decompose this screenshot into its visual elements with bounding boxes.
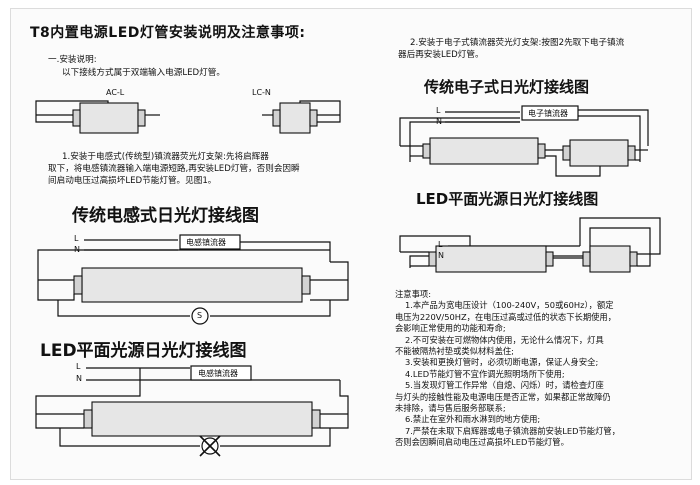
precaution-line: 电压为220V/50HZ，在电压过高或过低的状态下长期使用， [395, 311, 617, 322]
double-end-input-diagram [35, 100, 341, 134]
precaution-line: 2.不可安装在可燃物体内使用，无论什么情况下，灯具 [405, 334, 604, 345]
inductive-diagram-title: 传统电感式日光灯接线图 [72, 206, 259, 226]
led-left-diagram-title: LED平面光源日光灯接线图 [40, 341, 247, 361]
precautions-heading: 注意事项: [395, 289, 431, 299]
line-l-label-2: L [76, 362, 81, 371]
precaution-line: 3.安装和更换灯管时，必须切断电源，保证人身安全; [405, 357, 599, 368]
tube-end-cap [428, 251, 437, 267]
precautions-section: 注意事项: 1.本产品为宽电压设计（100-240V，50或60Hz），额定 电… [395, 289, 687, 449]
line-n-label-2: N [76, 374, 82, 383]
page-title: T8内置电源LED灯管安装说明及注意事项: [30, 25, 306, 41]
starter-label: S [197, 311, 203, 320]
line-n-label: N [74, 245, 80, 254]
para2-line2: 器后再安装LED灯管。 [398, 50, 484, 60]
para1-line3: 间启动电压过高损坏LED节能灯管。见图1。 [48, 176, 217, 186]
led-tube [91, 401, 313, 437]
install-heading: 一.安装说明: [48, 55, 97, 65]
precaution-line: 5.当发现灯管工作异常（自熄、闪烁）时，请检查灯座 [405, 380, 604, 391]
line-n-label-4: N [438, 251, 444, 260]
precaution-line: 会影响正常使用的功能和寿命; [395, 323, 506, 334]
inductive-ballast-label: 电感镇流器 [186, 238, 226, 247]
tube-end-cap [73, 275, 83, 295]
instruction-sheet [10, 8, 692, 480]
install-description: 以下接线方式属于双端输入电源LED灯管。 [62, 68, 225, 78]
precaution-line: 与灯头的接触性能及电源电压是否正常，如果都正常故障仍 [395, 391, 611, 402]
fluorescent-tube [81, 267, 303, 303]
electronic-diagram-title: 传统电子式日光灯接线图 [424, 78, 590, 96]
label-lc-n: LC-N [252, 88, 271, 97]
starter-icon [191, 307, 209, 325]
precaution-line: 否则会因瞬间启动电压过高损坏LED节能灯管。 [395, 437, 569, 448]
led-planar-right-diagram [399, 217, 661, 273]
tube-end-cap [72, 109, 81, 127]
line-l-label-3: L [436, 106, 441, 115]
tube-end-cap [83, 409, 93, 429]
led-left-ballast-label: 电感镇流器 [198, 369, 238, 378]
para2-line1: 2.安装于电子式镇流器荧光灯支架:按图2先取下电子镇流 [410, 38, 625, 48]
led-planar-left-diagram [35, 365, 349, 457]
label-ac-l: AC-L [106, 88, 125, 97]
electronic-ballast-box [521, 105, 579, 121]
tube-end-cap [137, 109, 146, 127]
precaution-line: 7.严禁在未取下启辉器或电子镇流器前安装LED节能灯管， [405, 425, 620, 436]
led-tube [589, 245, 631, 273]
tube-end-cap [582, 251, 591, 267]
inductive-ballast-box-led [190, 365, 252, 381]
fluorescent-tube [569, 139, 629, 167]
precaution-line: 4.LED节能灯管不宜作调光照明场所下使用; [405, 368, 565, 379]
precaution-line: 不能被隔热衬垫或类似材料盖住; [395, 346, 514, 357]
led-tube [435, 245, 547, 273]
tube-end-cap [562, 145, 571, 161]
led-tube [79, 102, 139, 134]
para1-line1: 1.安装于电感式(传统型)镇流器荧光灯支架:先将启辉器 [62, 152, 269, 162]
led-right-diagram-title: LED平面光源日光灯接线图 [416, 190, 599, 208]
inductive-ballast-diagram [37, 234, 349, 325]
fluorescent-tube [429, 137, 539, 165]
tube-end-cap [629, 251, 638, 267]
para1-line2: 取下，将电感镇流器输入端电源短路,再安装LED灯管，否则会因瞬 [48, 164, 300, 174]
precaution-line: 未排除，请与售后服务部联系; [395, 403, 506, 414]
tube-end-cap [537, 143, 546, 159]
line-l-label: L [74, 234, 79, 243]
removed-starter-icon [199, 435, 221, 457]
electronic-ballast-diagram [399, 105, 649, 177]
tube-end-cap [545, 251, 554, 267]
line-n-label-3: N [436, 117, 442, 126]
led-tube [279, 102, 311, 134]
tube-end-cap [272, 109, 281, 127]
tube-end-cap [309, 109, 318, 127]
tube-end-cap [627, 145, 636, 161]
line-l-label-4: L [438, 240, 443, 249]
tube-end-cap [422, 143, 431, 159]
tube-end-cap [301, 275, 311, 295]
precaution-line: 1.本产品为宽电压设计（100-240V，50或60Hz），额定 [405, 300, 614, 311]
tube-end-cap [311, 409, 321, 429]
precaution-line: 6.禁止在室外和雨水淋到的地方使用; [405, 414, 541, 425]
electronic-ballast-label: 电子镇流器 [528, 109, 568, 118]
